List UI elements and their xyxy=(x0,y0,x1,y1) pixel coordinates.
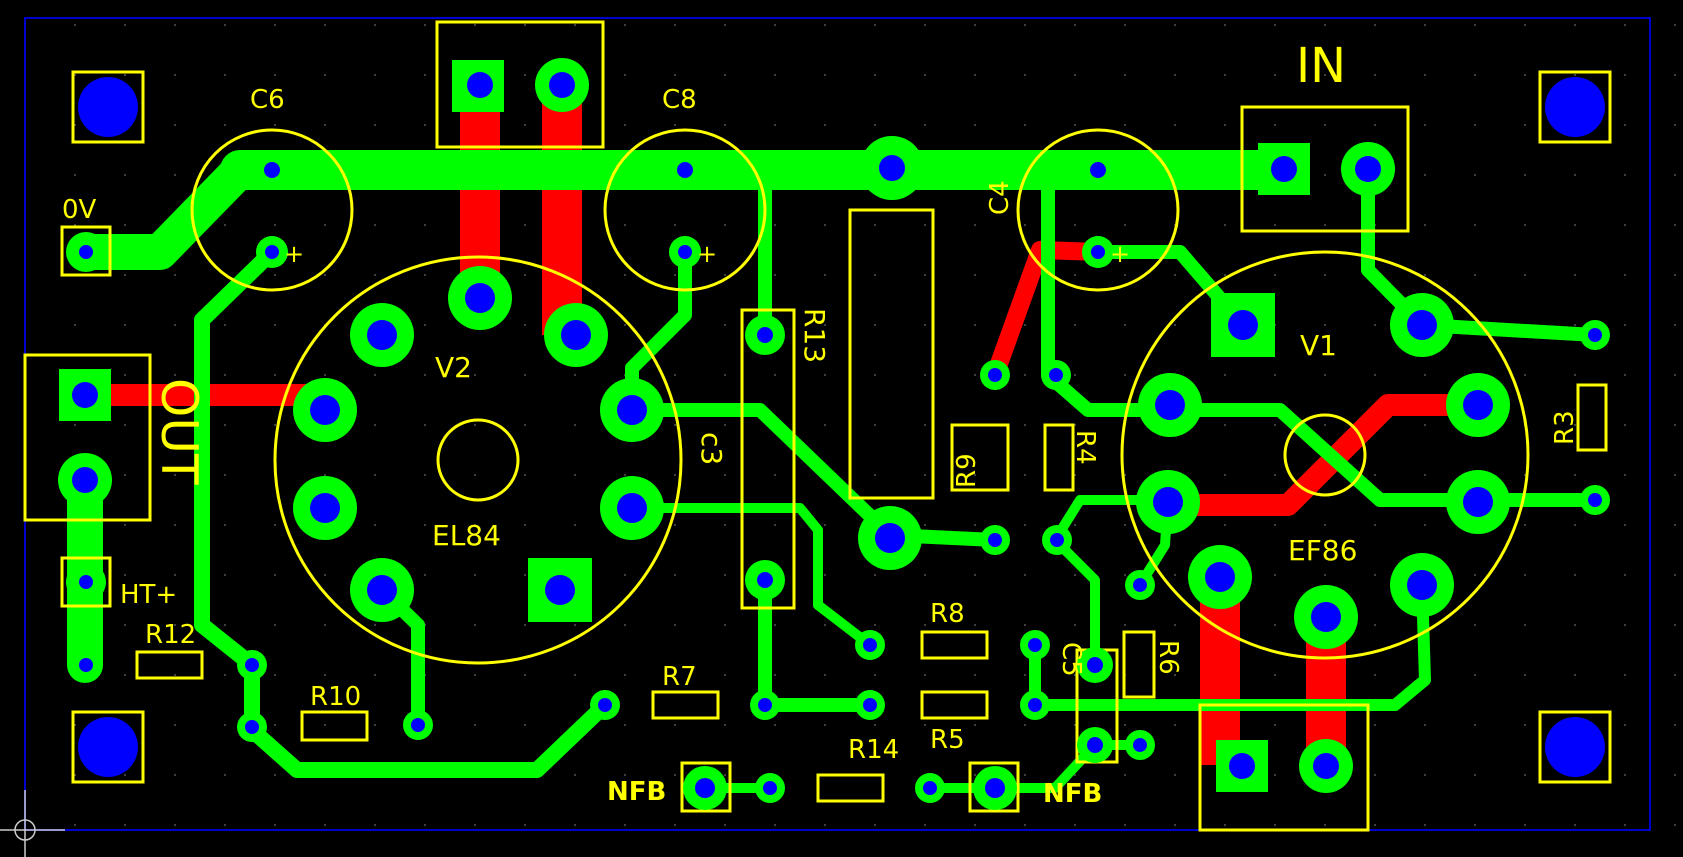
silkscreen-labels: C6 C8 C4 IN 0V OUT HT+ V2 EL84 V1 EF86 R… xyxy=(62,38,1580,809)
silkscreen-outlines xyxy=(23,20,1612,832)
plus-mark-c8: + xyxy=(697,240,717,268)
label-r13: R13 xyxy=(798,308,831,363)
plus-mark-c6: + xyxy=(284,240,304,268)
label-c3: c3 xyxy=(695,432,728,465)
label-v1: V1 xyxy=(1300,329,1337,362)
label-r9: R9 xyxy=(952,453,982,488)
label-c4: C4 xyxy=(985,180,1015,215)
label-nfb-right: NFB xyxy=(1043,779,1102,809)
label-r12: R12 xyxy=(145,620,196,650)
label-r4: R4 xyxy=(1070,430,1100,465)
label-r14: R14 xyxy=(848,735,899,765)
plus-mark-c4: + xyxy=(1110,240,1130,268)
label-ef86: EF86 xyxy=(1288,534,1357,567)
label-v2: V2 xyxy=(435,351,472,384)
label-r6: R6 xyxy=(1153,640,1183,675)
label-r8: R8 xyxy=(930,599,965,629)
label-r3: R3 xyxy=(1550,410,1580,445)
label-r10: R10 xyxy=(310,682,361,712)
label-el84: EL84 xyxy=(432,519,501,552)
label-r5: R5 xyxy=(930,725,965,755)
label-c6: C6 xyxy=(250,85,285,115)
label-c8: C8 xyxy=(662,85,697,115)
label-out: OUT xyxy=(150,378,208,485)
crosshair-icon xyxy=(0,790,65,857)
component-pads xyxy=(58,58,1610,810)
label-c5: C5 xyxy=(1056,642,1086,677)
label-nfb-left: NFB xyxy=(607,777,666,807)
label-r7: R7 xyxy=(662,662,697,692)
label-ht-plus: HT+ xyxy=(120,580,177,610)
label-in: IN xyxy=(1296,38,1346,94)
label-0v: 0V xyxy=(62,195,97,225)
